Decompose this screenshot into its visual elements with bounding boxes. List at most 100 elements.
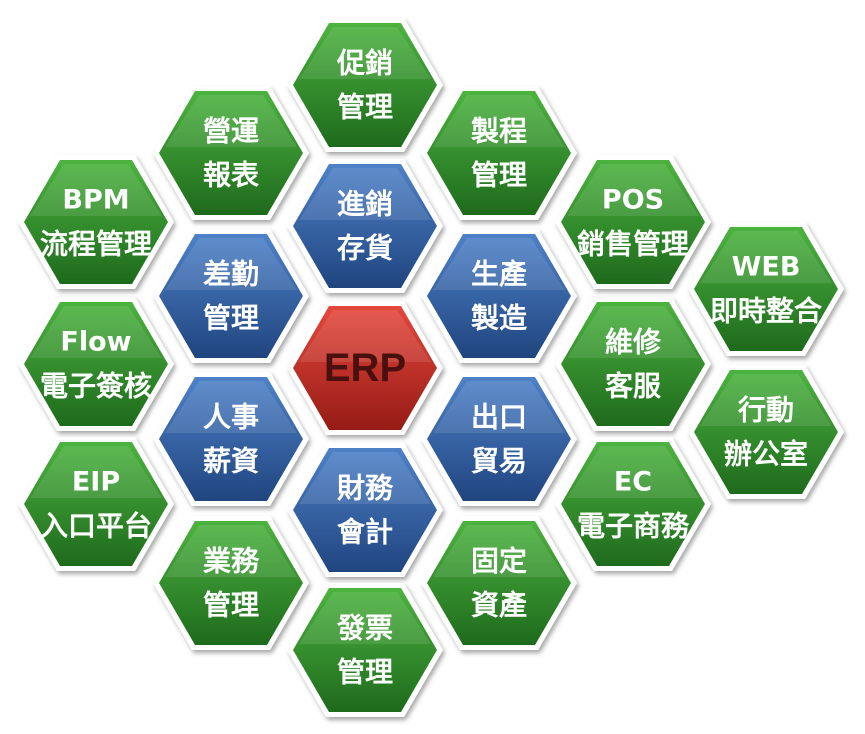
hex-gloss xyxy=(700,374,832,426)
hex-gloss xyxy=(165,95,297,147)
hex-layer: 促銷管理營運報表製程管理BPM流程管理進銷存貨POS銷售管理差勤管理生產製造WE… xyxy=(18,18,844,717)
hex-label-line-1: 財務 xyxy=(337,472,394,505)
hex-gloss xyxy=(299,27,431,79)
hex-label-line-2: 辦公室 xyxy=(724,438,808,471)
hex-body xyxy=(24,160,168,284)
hex-body xyxy=(293,588,437,712)
hex-gloss xyxy=(299,592,431,644)
hex-label-line-1: BPM xyxy=(62,185,129,216)
hex-body xyxy=(694,227,838,351)
hex-body xyxy=(24,442,168,566)
hex-module-bpm: BPM 流程管理 xyxy=(18,155,174,289)
hex-label-line-2: 存貨 xyxy=(337,232,393,265)
hex-gloss xyxy=(567,446,699,498)
hex-label-line-1: 固定 xyxy=(471,545,527,578)
hex-label-line-1: 差勤 xyxy=(203,258,259,291)
hex-gloss xyxy=(165,238,297,290)
hex-label-line-2: 電子商務 xyxy=(577,510,690,543)
hex-label-line-2: 貿易 xyxy=(471,445,527,478)
hex-gloss xyxy=(30,306,162,358)
hex-module-eip: EIP 入口平台 xyxy=(18,437,174,571)
hex-label-line-1: POS xyxy=(602,185,664,216)
hex-label-line-1: Flow xyxy=(60,327,131,358)
hex-body xyxy=(427,234,571,358)
hex-label-line-2: 管理 xyxy=(203,302,259,335)
hex-label-line-2: 銷售管理 xyxy=(577,228,689,261)
hex-body xyxy=(24,302,168,426)
hex-module-pos: POS 銷售管理 xyxy=(555,155,711,289)
hex-label-line-2: 即時整合 xyxy=(710,295,823,328)
hex-module-flow: Flow 電子簽核 xyxy=(18,297,174,431)
hex-module-web: WEB 即時整合 xyxy=(688,222,844,356)
hex-label-line-2: 報表 xyxy=(203,159,259,192)
hex-gloss xyxy=(299,310,431,362)
hex-gloss xyxy=(433,238,565,290)
hex-label-line-1: 維修 xyxy=(605,326,662,359)
hex-label-line-2: 管理 xyxy=(471,159,527,192)
hex-label-line-1: 行動 xyxy=(737,394,794,427)
hex-label-line-2: 入口平台 xyxy=(40,510,152,543)
hex-label-line-2: 電子簽核 xyxy=(40,370,152,403)
hex-label-line-1: 業務 xyxy=(203,545,260,578)
hex-label-line-1: EIP xyxy=(72,467,120,498)
hex-gloss xyxy=(299,452,431,504)
hex-label-line-2: 會計 xyxy=(337,516,393,549)
hex-label-line-1: EC xyxy=(614,467,652,498)
hex-label-line-1: 製程 xyxy=(471,115,527,148)
hex-gloss xyxy=(165,525,297,577)
hex-module-erp: ERP xyxy=(287,301,443,435)
hex-body xyxy=(293,306,437,430)
hex-gloss xyxy=(30,164,162,216)
hex-body xyxy=(159,234,303,358)
hex-label-line-2: 管理 xyxy=(337,91,393,124)
hex-label-line-2: 流程管理 xyxy=(40,228,152,261)
hex-body xyxy=(561,302,705,426)
hex-label-line-2: 薪資 xyxy=(203,445,259,478)
hex-gloss xyxy=(165,381,297,433)
hex-body xyxy=(427,521,571,645)
hex-label-line-2: 客服 xyxy=(605,370,662,403)
hex-label-line-1: 發票 xyxy=(336,612,393,645)
hex-label-line-1: 營運 xyxy=(203,115,259,148)
hex-body xyxy=(561,160,705,284)
hex-gloss xyxy=(433,381,565,433)
hex-label-line-1: 出口 xyxy=(471,401,527,434)
hex-body xyxy=(561,442,705,566)
hex-label-line-1: WEB xyxy=(732,252,801,283)
hex-label-line-2: 管理 xyxy=(203,589,259,622)
hex-label-line-1: 人事 xyxy=(203,401,259,434)
hex-gloss xyxy=(567,164,699,216)
hex-gloss xyxy=(30,446,162,498)
hex-body xyxy=(293,164,437,288)
hex-body xyxy=(159,377,303,501)
hex-body xyxy=(159,521,303,645)
hex-module-ec: EC 電子商務 xyxy=(555,437,711,571)
hex-body xyxy=(427,377,571,501)
hex-label-line-1: 生產 xyxy=(471,258,527,291)
hex-label-line-2: 資產 xyxy=(471,589,527,622)
hex-label-line-2: 管理 xyxy=(337,656,393,689)
hex-gloss xyxy=(700,231,832,283)
hex-body xyxy=(427,91,571,215)
hex-body xyxy=(293,23,437,147)
hex-body xyxy=(694,370,838,494)
hex-label-line-1: 促銷 xyxy=(336,47,393,80)
hex-label-line-1: 進銷 xyxy=(337,188,393,221)
hex-body xyxy=(293,448,437,572)
hex-label-line-2: 製造 xyxy=(471,302,527,335)
hex-label-line-1: ERP xyxy=(324,346,406,390)
hex-body xyxy=(159,91,303,215)
